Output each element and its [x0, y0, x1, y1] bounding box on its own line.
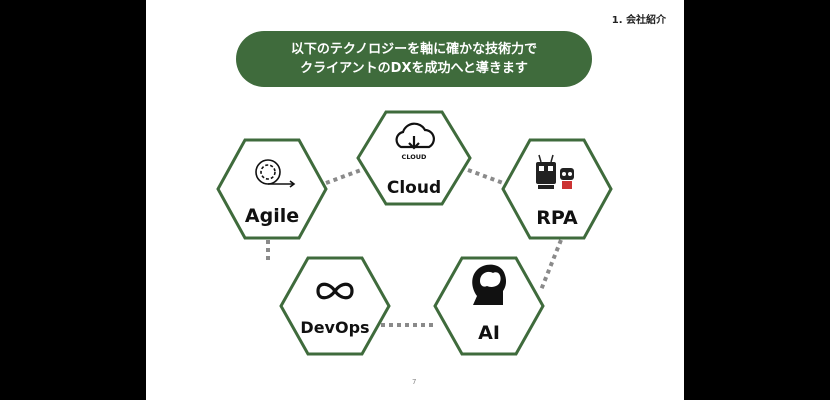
page-number: 7 — [412, 378, 417, 386]
headline-banner: 以下のテクノロジーを軸に確かな技術力で クライアントのDXを成功へと導きます — [236, 31, 592, 87]
technology-diagram: CLOUD Cloud Agile — [216, 110, 613, 356]
slide: 1. 会社紹介 以下のテクノロジーを軸に確かな技術力で クライアントのDXを成功… — [146, 0, 684, 400]
hex-agile: Agile — [216, 138, 328, 240]
devops-label: DevOps — [300, 318, 369, 337]
hex-rpa: RPA — [501, 138, 613, 240]
section-label: 1. 会社紹介 — [611, 15, 666, 26]
agile-cycle-icon — [255, 159, 296, 188]
cloud-label: Cloud — [387, 178, 441, 198]
robot-icon — [536, 154, 574, 189]
connector-ring — [266, 168, 563, 327]
hex-cloud: CLOUD Cloud — [356, 110, 472, 206]
banner-line-1: 以下のテクノロジーを軸に確かな技術力で — [290, 42, 538, 57]
cloud-download-icon — [395, 122, 435, 150]
hex-devops: DevOps — [279, 256, 391, 356]
rpa-label: RPA — [536, 207, 578, 229]
agile-label: Agile — [245, 205, 299, 227]
hex-ai: AI — [433, 256, 545, 356]
cloud-icon-text: CLOUD — [402, 153, 427, 161]
ai-label: AI — [478, 322, 500, 344]
infinity-icon — [316, 282, 354, 300]
banner-line-2: クライアントのDXを成功へと導きます — [300, 61, 528, 76]
brain-head-icon — [472, 264, 507, 305]
